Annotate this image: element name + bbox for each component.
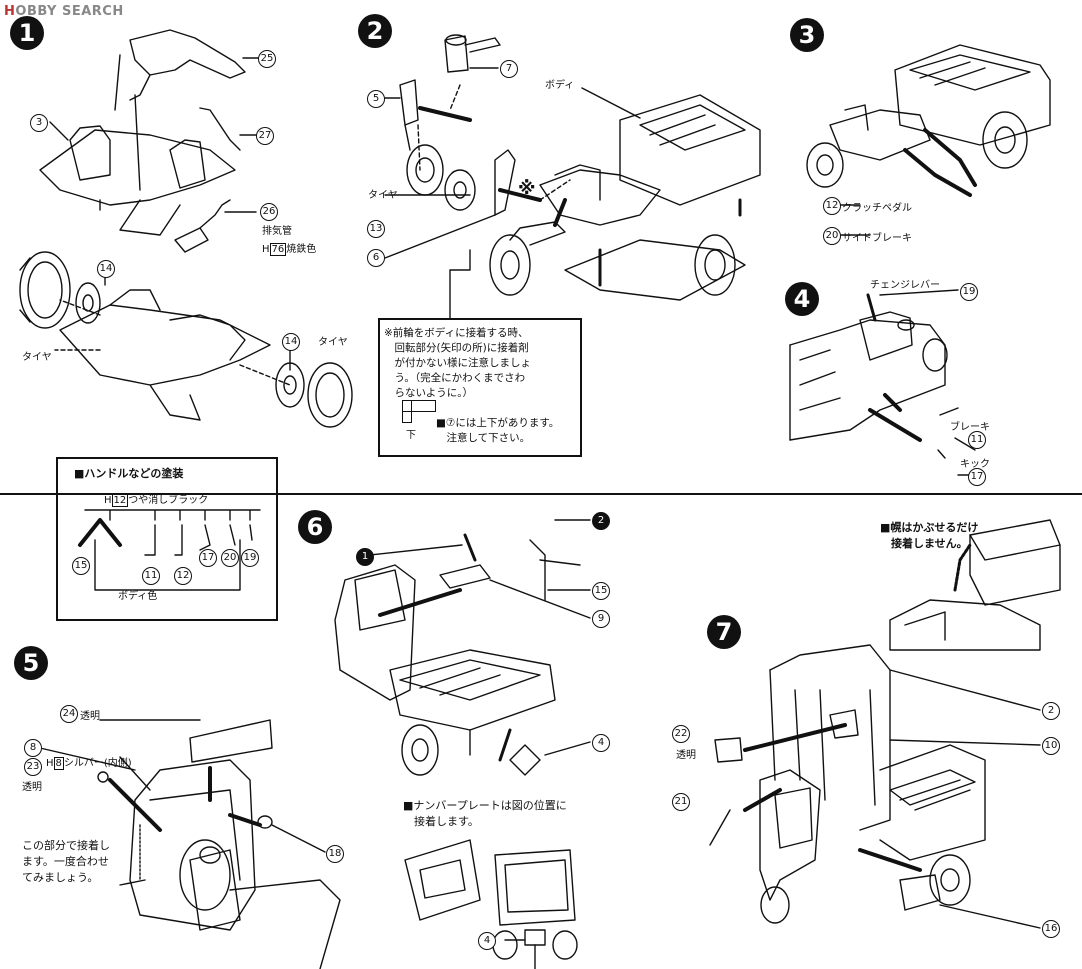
part-16: 16 <box>1042 920 1060 938</box>
body-color-label: ボディ色 <box>118 591 158 602</box>
part-13: 13 <box>367 220 385 238</box>
clear-label-24: 透明 <box>80 711 100 722</box>
canopy-note: ■幌はかぶせるだけ 接着しません。 <box>880 521 979 550</box>
step4-drawing <box>789 289 979 476</box>
part-21: 21 <box>672 793 690 811</box>
part-18: 18 <box>326 845 344 863</box>
part-23: 23 <box>24 758 42 776</box>
part-4-detail: 4 <box>478 932 496 950</box>
part-12: 12 <box>823 197 841 215</box>
paint-box-drawing <box>78 509 261 591</box>
part-5: 5 <box>367 90 385 108</box>
part-11: 11 <box>968 431 986 449</box>
tire-label: タイヤ <box>368 190 398 201</box>
part7-orientation-leg <box>402 400 412 423</box>
side-brake-label: サイドブレーキ <box>842 233 912 244</box>
part-10: 10 <box>1042 737 1060 755</box>
step-2-marker: 2 <box>358 14 392 48</box>
step2-drawing <box>382 34 761 319</box>
step1-frame-drawing <box>19 29 353 428</box>
step-3-marker: 3 <box>790 18 824 52</box>
part-9: 9 <box>592 610 610 628</box>
paint-box-title: ■ハンドルなどの塗装 <box>74 467 184 480</box>
step-4-marker: 4 <box>785 282 819 316</box>
step2-orientation-note: ■⑦には上下があります。 注意して下さい。 <box>436 417 560 444</box>
step-5-marker: 5 <box>14 646 48 680</box>
part-22: 22 <box>672 725 690 743</box>
plate-note: ■ナンバープレートは図の位置に 接着します。 <box>403 799 567 828</box>
part-26: 26 <box>260 203 278 221</box>
part-2-canopy: 2 <box>1042 702 1060 720</box>
paint-part-19: 19 <box>241 549 259 567</box>
clear-label-23: 透明 <box>22 782 42 793</box>
part-2: 2 <box>592 512 610 530</box>
step6-drawing <box>334 519 591 969</box>
part-7: 7 <box>500 60 518 78</box>
step2-note-box: ※前輪をボディに接着する時、 回転部分(矢印の所)に接着剤 が付かない様に注意し… <box>378 318 582 457</box>
part-4: 4 <box>592 734 610 752</box>
paint-part-15: 15 <box>72 557 90 575</box>
part-14-right: 14 <box>282 333 300 351</box>
brake-label: ブレーキ <box>950 422 990 433</box>
part-27: 27 <box>256 127 274 145</box>
part-6: 6 <box>367 249 385 267</box>
part-25: 25 <box>258 50 276 68</box>
part-17: 17 <box>968 468 986 486</box>
part-15: 15 <box>592 582 610 600</box>
step3-drawing <box>806 44 1051 236</box>
part-1: 1 <box>356 548 374 566</box>
tire-label-left: タイヤ <box>22 352 52 363</box>
part-20: 20 <box>823 227 841 245</box>
part-14-left: 14 <box>97 260 115 278</box>
step-1-marker: 1 <box>10 16 44 50</box>
tire-label-right: タイヤ <box>318 337 348 348</box>
part-24: 24 <box>60 705 78 723</box>
kick-label: キック <box>960 459 990 470</box>
step-7-marker: 7 <box>707 615 741 649</box>
clear-label-22: 透明 <box>676 750 696 761</box>
paint-part-17: 17 <box>199 549 217 567</box>
step7-drawing <box>709 519 1061 929</box>
paint-part-20: 20 <box>221 549 239 567</box>
reference-mark: ※ <box>518 178 536 199</box>
clutch-pedal-label: クラッチペダル <box>842 203 912 214</box>
step-6-marker: 6 <box>298 510 332 544</box>
body-label: ボディ <box>545 80 575 91</box>
change-lever-label: チェンジレバー <box>870 280 940 291</box>
part-19: 19 <box>960 283 978 301</box>
step5-drawing <box>39 719 341 969</box>
down-label: 下 <box>406 430 416 441</box>
paint-part-12: 12 <box>174 567 192 585</box>
paint-part-11: 11 <box>142 567 160 585</box>
watermark-logo: HOBBY SEARCH <box>4 4 124 19</box>
exhaust-label: 排気管 <box>262 226 292 237</box>
step2-caution-text: ※前輪をボディに接着する時、 回転部分(矢印の所)に接着剤 が付かない様に注意し… <box>384 327 531 399</box>
part-8: 8 <box>24 739 42 757</box>
part-3: 3 <box>30 114 48 132</box>
step5-glue-note: この部分で接着し ます。一度合わせ てみましょう。 <box>22 839 110 884</box>
